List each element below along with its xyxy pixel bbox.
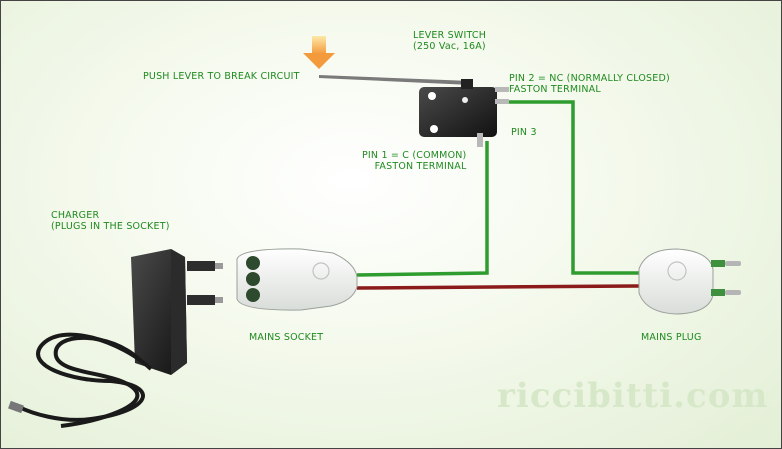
watermark: riccibitti.com [497,376,769,416]
mains-plug-label: MAINS PLUG [641,332,702,343]
lever-switch [319,75,509,147]
charger [8,249,223,428]
pin2-title: PIN 2 = NC (NORMALLY CLOSED) [509,73,670,84]
pin3-label: PIN 3 [511,127,537,138]
arrow-down-icon [303,36,335,69]
lever-switch-rating: (250 Vac, 16A) [413,41,486,52]
mains-socket [236,248,358,311]
lever-switch-label: LEVER SWITCH (250 Vac, 16A) [413,30,486,52]
pin1-label: PIN 1 = C (COMMON) FASTON TERMINAL [362,150,466,172]
push-lever-label: PUSH LEVER TO BREAK CIRCUIT [143,71,300,82]
pin1-terminal: FASTON TERMINAL [374,161,467,172]
pin1-title: PIN 1 = C (COMMON) [362,150,467,161]
pin2-terminal: FASTON TERMINAL [509,84,601,95]
charger-title: CHARGER [51,210,100,221]
mains-socket-label: MAINS SOCKET [249,332,324,343]
charger-label: CHARGER (PLUGS IN THE SOCKET) [51,210,170,232]
charger-subtitle: (PLUGS IN THE SOCKET) [51,221,170,232]
mains-plug [638,248,741,315]
lever-switch-title: LEVER SWITCH [413,30,487,41]
pin2-label: PIN 2 = NC (NORMALLY CLOSED) FASTON TERM… [509,73,670,95]
wires [356,100,640,290]
